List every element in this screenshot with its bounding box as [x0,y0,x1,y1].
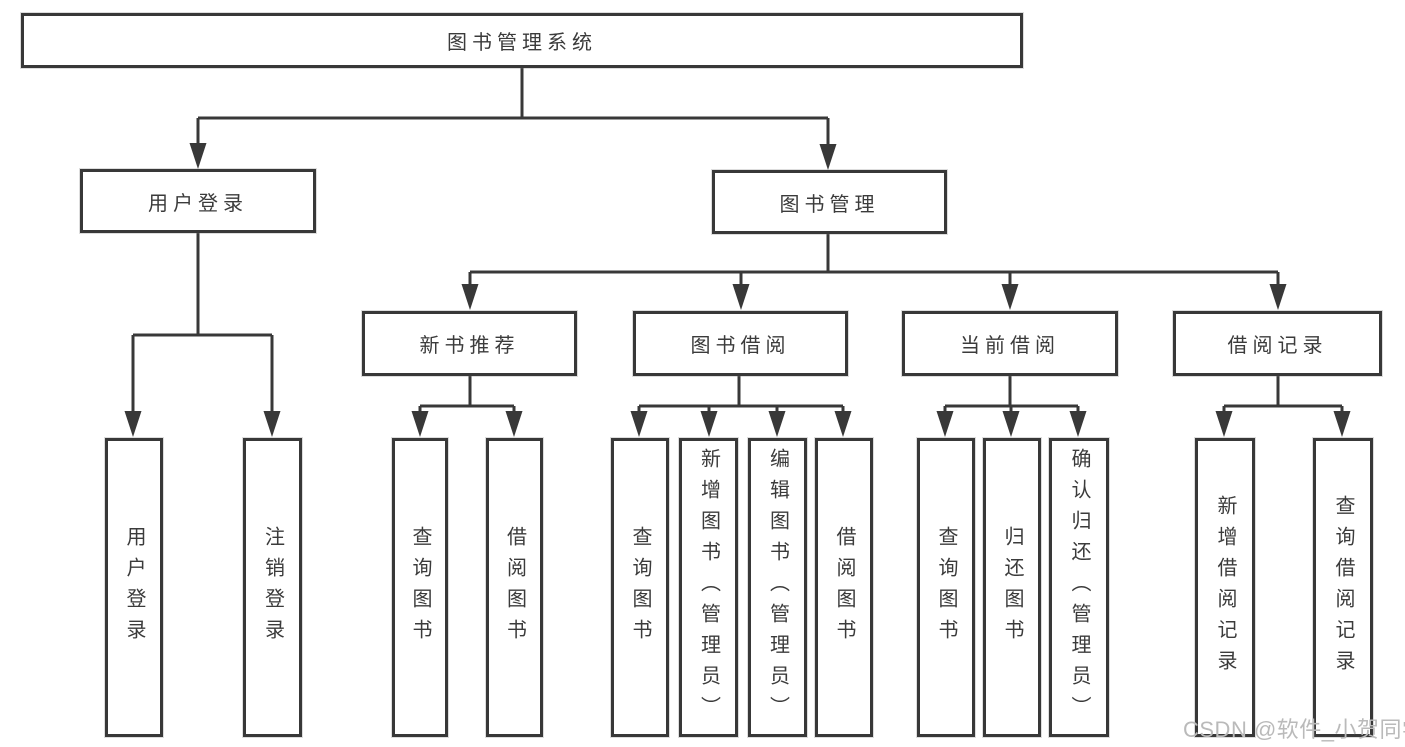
arrow-down-icon [263,411,281,437]
arrow-down-icon [124,411,142,437]
leaf-logout-label: 注销登录 [261,525,284,650]
leaf-return-books-label: 归还图书 [1001,525,1023,650]
node-borrowing-records: 借阅记录 [1173,311,1382,376]
arrow-down-icon [411,411,429,437]
arrow-down-icon [732,284,750,310]
leaf-logout: 注销登录 [243,438,302,737]
leaf-query-books-borrowing-label: 查询图书 [629,525,651,650]
leaf-add-books-admin-label: 新增图书（管理员） [697,448,720,727]
leaf-query-books-current: 查询图书 [917,438,975,737]
leaf-query-borrow-record: 查询借阅记录 [1313,438,1373,737]
node-root: 图书管理系统 [21,13,1023,68]
arrow-down-icon [630,411,648,437]
watermark: CSDN @软件_小贺同学 [1183,717,1405,742]
leaf-confirm-return-admin: 确认归还（管理员） [1049,438,1109,737]
leaf-add-borrow-record-label: 新增借阅记录 [1214,494,1236,681]
leaf-query-books-current-label: 查询图书 [935,525,957,650]
leaf-user-login: 用户登录 [105,438,163,737]
leaf-borrow-books-recommend: 借阅图书 [486,438,543,737]
arrow-down-icon [768,411,786,437]
arrow-down-icon [1269,284,1287,310]
leaf-query-borrow-record-label: 查询借阅记录 [1332,494,1354,681]
leaf-borrow-books-borrowing-label: 借阅图书 [833,525,855,650]
arrow-down-icon [1215,411,1233,437]
leaf-edit-books-admin: 编辑图书（管理员） [748,438,807,737]
leaf-query-books-recommend-label: 查询图书 [409,525,431,650]
node-borrowing-records-label: 借阅记录 [1227,335,1328,357]
node-current-borrowing: 当前借阅 [902,311,1118,376]
node-new-book-recommend-label: 新书推荐 [419,335,520,357]
arrow-down-icon [819,144,837,170]
leaf-confirm-return-admin-label: 确认归还（管理员） [1068,448,1090,727]
node-book-borrowing-label: 图书借阅 [690,335,791,357]
node-current-borrowing-label: 当前借阅 [960,335,1060,357]
arrow-down-icon [1069,411,1087,437]
node-user-login: 用户登录 [80,169,316,233]
arrow-down-icon [189,143,207,169]
node-new-book-recommend: 新书推荐 [362,311,577,376]
arrow-down-icon [1333,411,1351,437]
arrow-down-icon [1002,411,1020,437]
leaf-add-borrow-record: 新增借阅记录 [1195,438,1255,737]
node-root-label: 图书管理系统 [447,32,597,54]
node-book-management-label: 图书管理 [779,193,880,216]
arrow-down-icon [700,411,718,437]
arrow-down-icon [505,411,523,437]
arrow-down-icon [1001,284,1019,310]
node-user-login-label: 用户登录 [148,192,248,215]
arrow-down-icon [936,411,954,437]
leaf-user-login-label: 用户登录 [123,525,145,650]
leaf-query-books-recommend: 查询图书 [392,438,448,737]
node-book-management: 图书管理 [712,170,947,234]
arrow-down-icon [461,284,479,310]
leaf-borrow-books-borrowing: 借阅图书 [815,438,873,737]
leaf-query-books-borrowing: 查询图书 [611,438,669,737]
arrow-down-icon [834,411,852,437]
leaf-borrow-books-recommend-label: 借阅图书 [503,525,526,650]
node-book-borrowing: 图书借阅 [633,311,848,376]
leaf-edit-books-admin-label: 编辑图书（管理员） [766,448,789,727]
leaf-return-books: 归还图书 [983,438,1041,737]
leaf-add-books-admin: 新增图书（管理员） [679,438,738,737]
